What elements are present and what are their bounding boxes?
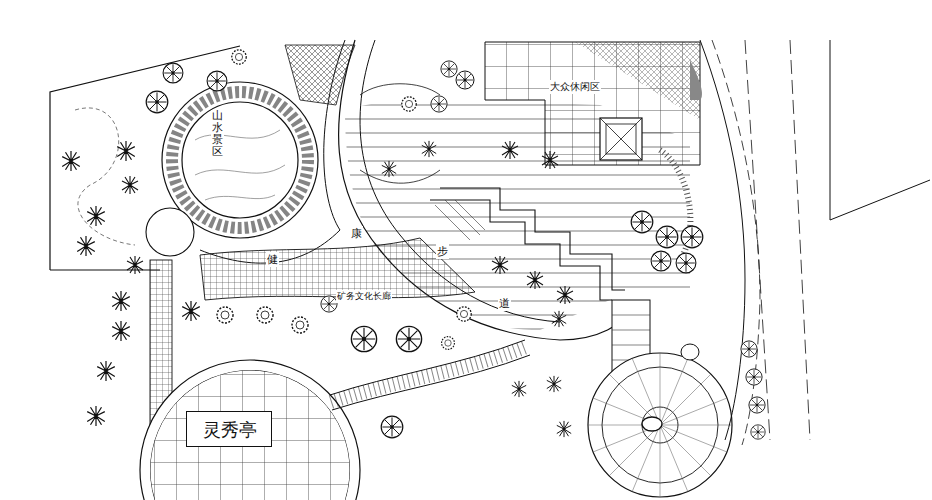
path-label: 健 — [266, 252, 279, 267]
area-label: 山水景区 — [211, 110, 224, 158]
path-label: 康 — [350, 226, 363, 241]
pavilion-box: 灵秀亭 — [186, 411, 272, 447]
node-text: 灵秀亭 — [203, 418, 271, 442]
area-label: 大众休闲区 — [549, 80, 601, 94]
path-label: 道 — [498, 296, 511, 311]
path-label: 步 — [436, 244, 449, 259]
area-label: 矿务文化长廊 — [336, 290, 392, 303]
